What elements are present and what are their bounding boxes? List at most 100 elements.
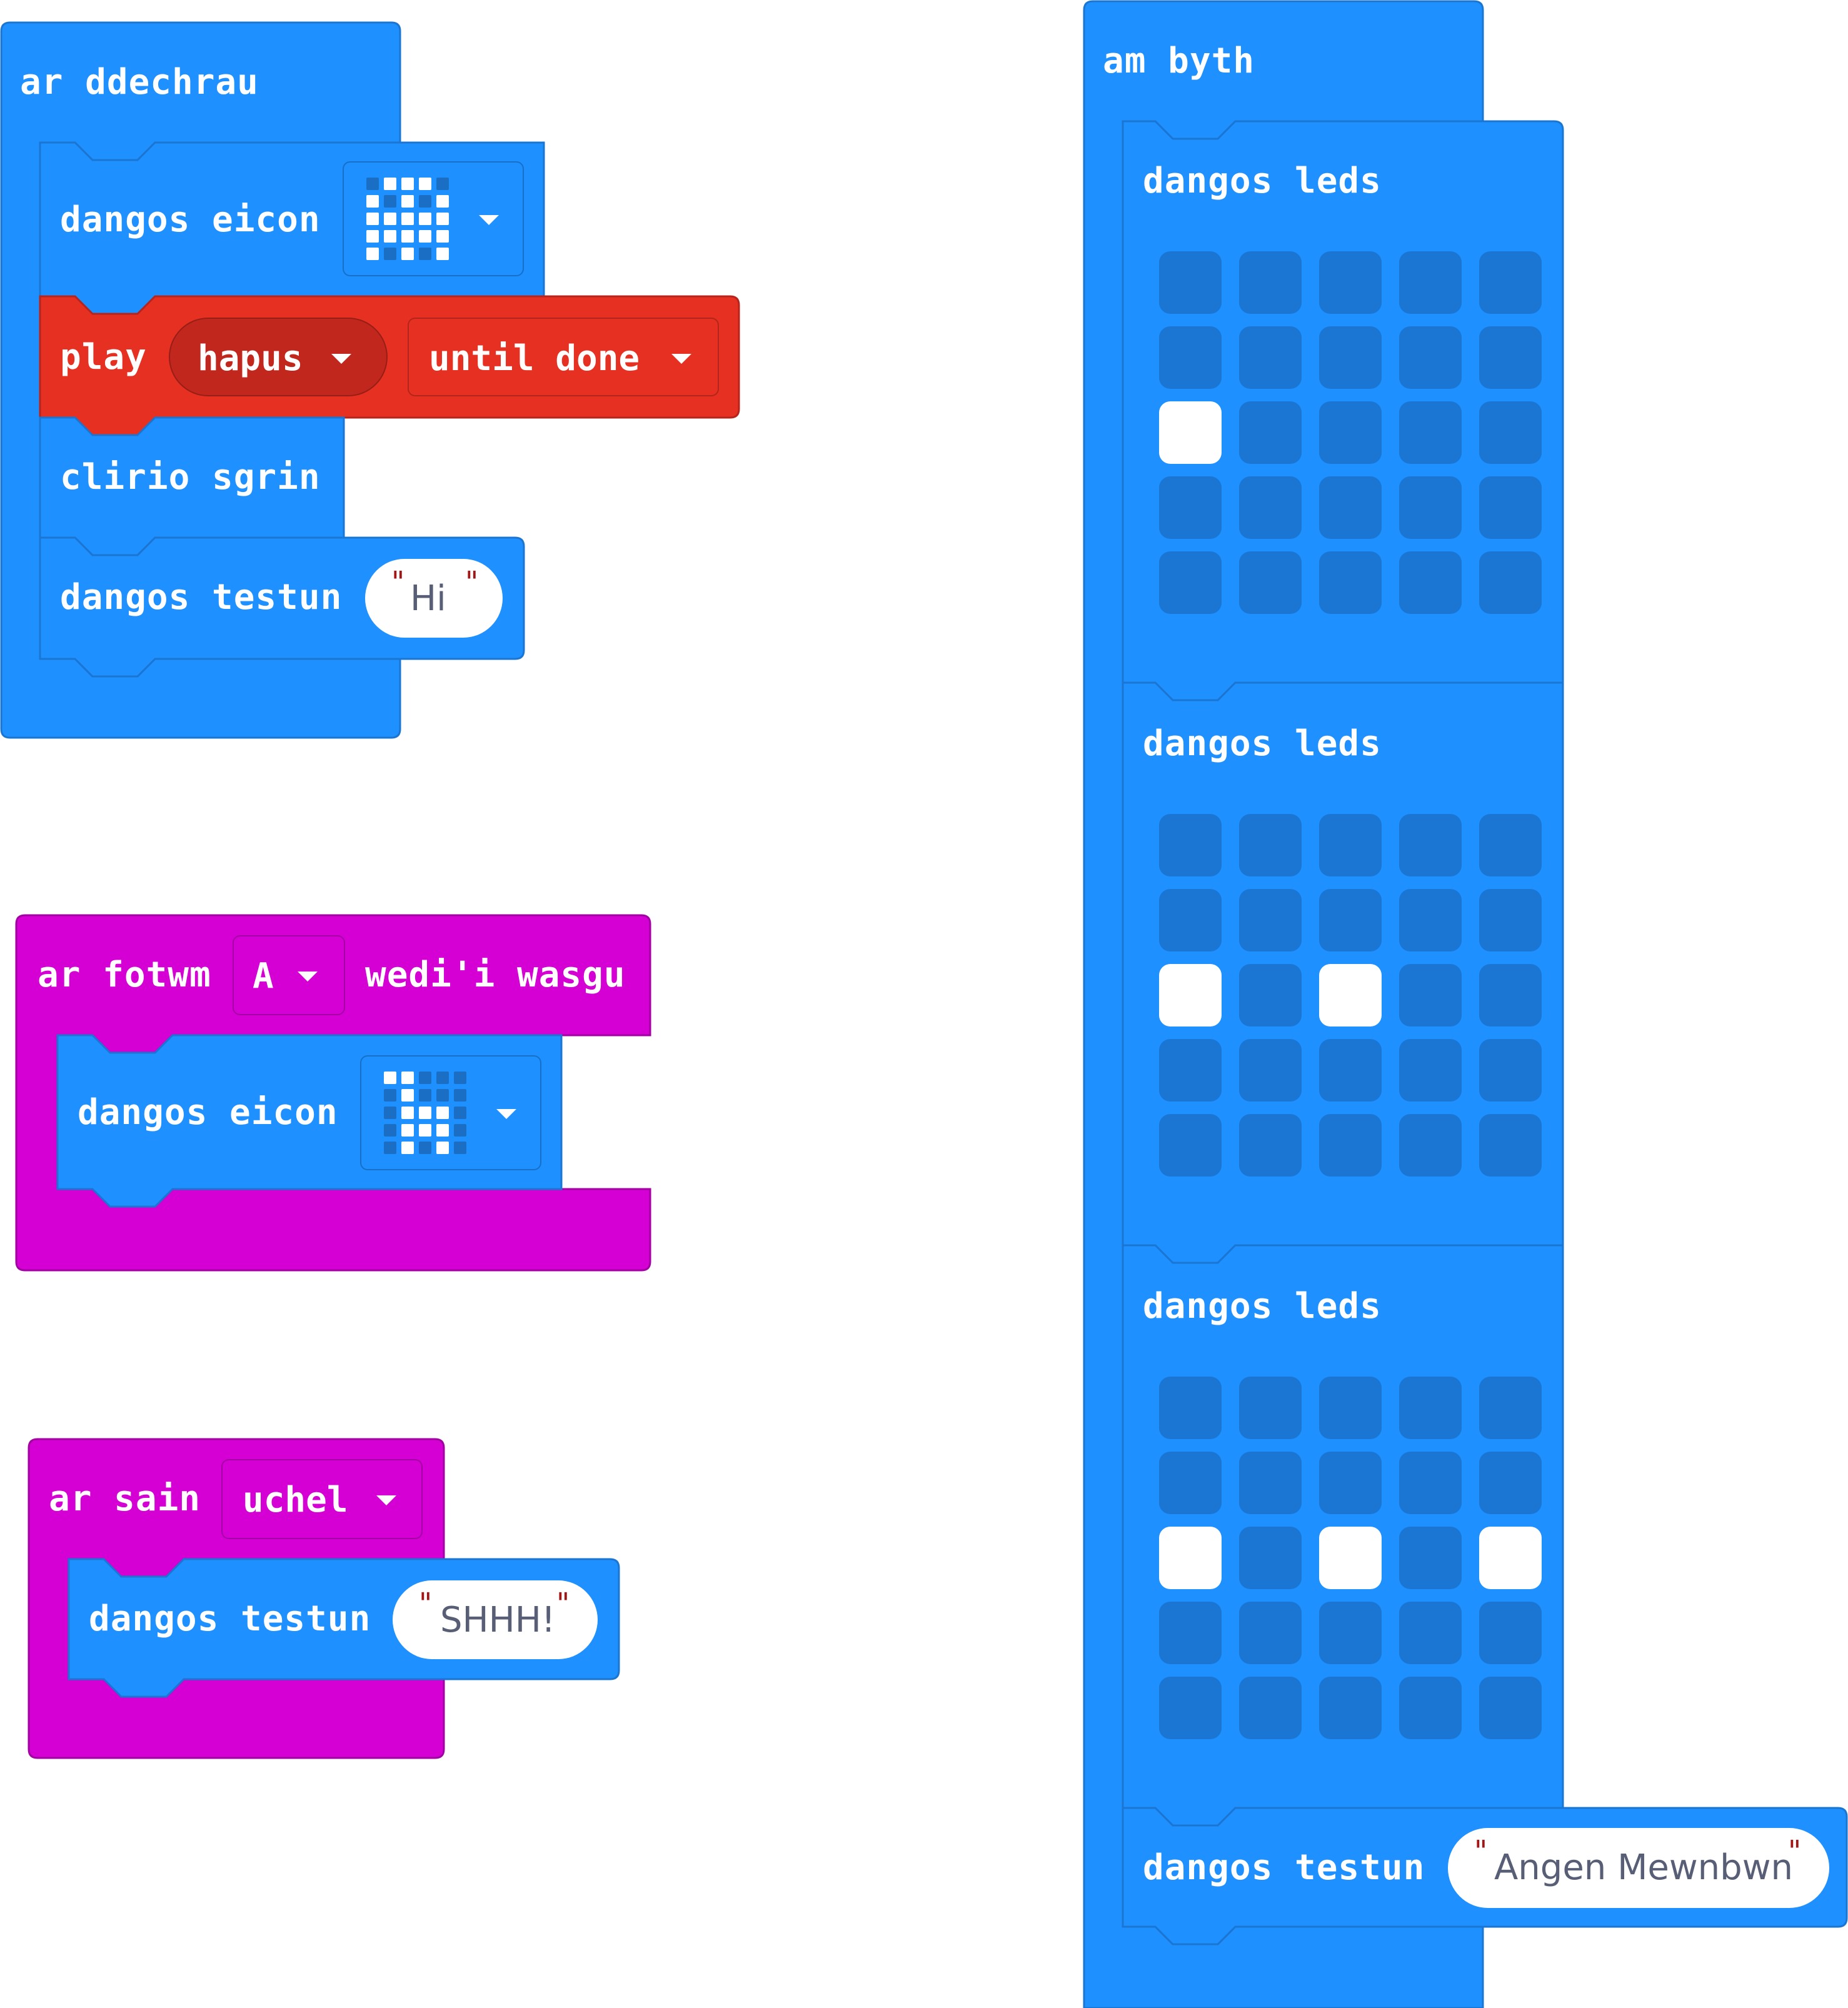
icon-pixel — [436, 1072, 449, 1084]
led-cell[interactable] — [1479, 251, 1542, 314]
led-cell[interactable] — [1159, 964, 1222, 1027]
led-cell[interactable] — [1239, 1377, 1302, 1439]
led-cell[interactable] — [1479, 889, 1542, 951]
sound-level-dropdown[interactable]: uchel — [221, 1459, 423, 1539]
led-cell[interactable] — [1239, 1602, 1302, 1664]
led-cell[interactable] — [1239, 889, 1302, 951]
led-cell[interactable] — [1159, 889, 1222, 951]
led-cell[interactable] — [1399, 814, 1462, 876]
led-cell[interactable] — [1159, 1377, 1222, 1439]
led-cell[interactable] — [1479, 1677, 1542, 1739]
led-cell[interactable] — [1319, 326, 1382, 389]
led-cell[interactable] — [1239, 1677, 1302, 1739]
led-cell[interactable] — [1319, 964, 1382, 1027]
icon-pixel — [419, 178, 431, 190]
led-cell[interactable] — [1159, 401, 1222, 464]
led-cell[interactable] — [1319, 1677, 1382, 1739]
led-cell[interactable] — [1399, 1114, 1462, 1177]
string-input[interactable]: " SHHH! " — [393, 1580, 598, 1659]
led-cell[interactable] — [1479, 964, 1542, 1027]
close-quote: " — [556, 1587, 570, 1620]
led-cell[interactable] — [1399, 1677, 1462, 1739]
led-cell[interactable] — [1479, 551, 1542, 614]
led-cell[interactable] — [1319, 1527, 1382, 1589]
led-cell[interactable] — [1479, 326, 1542, 389]
show-leds-label: dangos leds — [1143, 161, 1382, 201]
led-cell[interactable] — [1399, 889, 1462, 951]
icon-pixel — [401, 1124, 414, 1137]
led-cell[interactable] — [1159, 1677, 1222, 1739]
led-cell[interactable] — [1479, 814, 1542, 876]
icon-pixel — [436, 1107, 449, 1119]
led-cell[interactable] — [1319, 1377, 1382, 1439]
led-cell[interactable] — [1239, 814, 1302, 876]
led-cell[interactable] — [1239, 401, 1302, 464]
icon-dropdown[interactable] — [343, 161, 524, 276]
string-input[interactable]: " Hi " — [365, 559, 503, 638]
melody-dropdown[interactable]: hapus — [169, 318, 388, 396]
led-cell[interactable] — [1159, 1452, 1222, 1514]
icon-pixel — [366, 195, 379, 208]
led-cell[interactable] — [1479, 1452, 1542, 1514]
led-cell[interactable] — [1399, 1602, 1462, 1664]
led-cell[interactable] — [1399, 1527, 1462, 1589]
led-cell[interactable] — [1319, 1114, 1382, 1177]
led-cell[interactable] — [1319, 401, 1382, 464]
led-cell[interactable] — [1399, 964, 1462, 1027]
led-cell[interactable] — [1399, 476, 1462, 539]
led-cell[interactable] — [1479, 1527, 1542, 1589]
led-cell[interactable] — [1479, 401, 1542, 464]
icon-pixel — [436, 248, 449, 260]
led-cell[interactable] — [1319, 1602, 1382, 1664]
led-cell[interactable] — [1399, 401, 1462, 464]
led-cell[interactable] — [1319, 551, 1382, 614]
led-cell[interactable] — [1319, 1039, 1382, 1102]
led-cell[interactable] — [1399, 1377, 1462, 1439]
led-cell[interactable] — [1479, 1602, 1542, 1664]
led-cell[interactable] — [1239, 326, 1302, 389]
led-cell[interactable] — [1479, 1039, 1542, 1102]
led-cell[interactable] — [1159, 1114, 1222, 1177]
led-cell[interactable] — [1399, 1452, 1462, 1514]
led-cell[interactable] — [1159, 814, 1222, 876]
led-cell[interactable] — [1239, 1527, 1302, 1589]
led-cell[interactable] — [1239, 1114, 1302, 1177]
on-button-pressed-block[interactable] — [15, 914, 651, 1272]
led-cell[interactable] — [1239, 964, 1302, 1027]
led-cell[interactable] — [1399, 1039, 1462, 1102]
close-quote: " — [1788, 1834, 1802, 1868]
led-cell[interactable] — [1319, 476, 1382, 539]
led-cell[interactable] — [1159, 1039, 1222, 1102]
led-cell[interactable] — [1319, 251, 1382, 314]
led-cell[interactable] — [1159, 1602, 1222, 1664]
led-cell[interactable] — [1479, 1114, 1542, 1177]
show-icon-label: dangos eicon — [78, 1092, 338, 1133]
forever-label: am byth — [1103, 41, 1255, 81]
led-cell[interactable] — [1239, 251, 1302, 314]
button-dropdown[interactable]: A — [233, 935, 345, 1015]
on-start-block[interactable] — [0, 21, 401, 739]
on-button-label: ar fotwm — [38, 955, 211, 995]
led-cell[interactable] — [1159, 1527, 1222, 1589]
led-cell[interactable] — [1319, 1452, 1382, 1514]
led-cell[interactable] — [1399, 326, 1462, 389]
string-input[interactable]: " Angen Mewnbwn " — [1448, 1828, 1829, 1908]
led-cell[interactable] — [1239, 551, 1302, 614]
led-cell[interactable] — [1159, 551, 1222, 614]
led-cell[interactable] — [1479, 476, 1542, 539]
led-cell[interactable] — [1159, 326, 1222, 389]
open-quote: " — [391, 565, 405, 599]
led-cell[interactable] — [1479, 1377, 1542, 1439]
icon-pixel — [454, 1107, 466, 1119]
led-cell[interactable] — [1159, 476, 1222, 539]
led-cell[interactable] — [1399, 551, 1462, 614]
led-cell[interactable] — [1239, 1039, 1302, 1102]
led-cell[interactable] — [1159, 251, 1222, 314]
led-cell[interactable] — [1319, 814, 1382, 876]
led-cell[interactable] — [1399, 251, 1462, 314]
play-mode-dropdown[interactable]: until done — [408, 318, 719, 396]
led-cell[interactable] — [1239, 476, 1302, 539]
led-cell[interactable] — [1319, 889, 1382, 951]
led-cell[interactable] — [1239, 1452, 1302, 1514]
icon-dropdown[interactable] — [360, 1055, 541, 1170]
